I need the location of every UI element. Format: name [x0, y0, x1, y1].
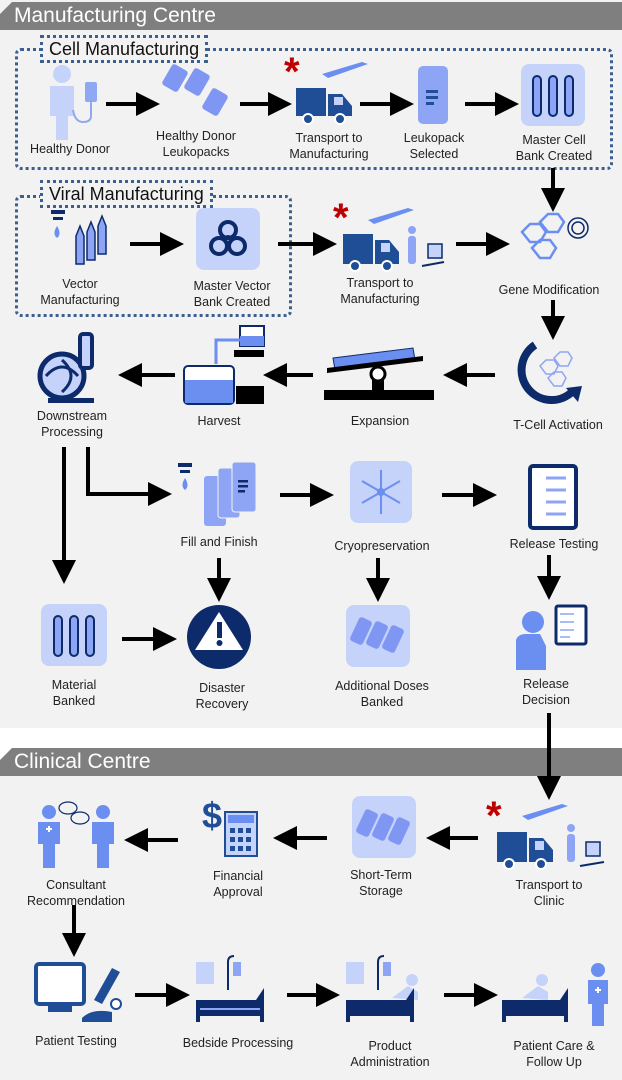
step-expansion-label: Expansion: [350, 414, 410, 428]
step-harvest-label: Harvest: [197, 414, 241, 428]
step-disaster-recovery-label: Disaster Recovery: [195, 681, 249, 711]
step-downstream-processing-label: Downstream Processing: [36, 409, 108, 439]
cell-manufacturing-title: Cell Manufacturing: [40, 35, 209, 63]
step-financial-approval-label: Financial Approval: [212, 869, 264, 899]
critical-asterisk-icon: *: [486, 794, 502, 838]
step-bedside-processing-label: Bedside Processing: [182, 1036, 294, 1050]
step-transport-manufacturing-2-label: Transport to Manufacturing: [340, 276, 420, 306]
clinical-centre-panel: [0, 760, 622, 1080]
step-product-administration-label: Product Administration: [350, 1039, 430, 1069]
step-patient-care-label: Patient Care & Follow Up: [513, 1039, 595, 1069]
manufacturing-centre-header: Manufacturing Centre: [0, 2, 622, 30]
critical-asterisk-icon: *: [333, 196, 349, 240]
step-patient-testing-label: Patient Testing: [35, 1034, 117, 1048]
viral-manufacturing-title: Viral Manufacturing: [40, 180, 213, 208]
cell-manufacturing-group: [15, 48, 613, 170]
step-leukopack-selected-label: Leukopack Selected: [403, 131, 465, 161]
step-vector-manufacturing-label: Vector Manufacturing: [40, 277, 120, 307]
critical-asterisk-icon: *: [284, 50, 300, 94]
manufacturing-centre-title: Manufacturing Centre: [14, 4, 216, 27]
step-gene-modification-label: Gene Modification: [498, 283, 600, 297]
step-consultant-recommendation-label: Consultant Recommendation: [27, 878, 125, 908]
clinical-centre-title: Clinical Centre: [14, 750, 151, 773]
step-fill-and-finish-label: Fill and Finish: [180, 535, 258, 549]
step-release-decision-label: Release Decision: [522, 677, 570, 707]
step-healthy-donor-label: Healthy Donor: [30, 142, 110, 156]
step-tcell-activation-label: T-Cell Activation: [513, 418, 603, 432]
step-additional-doses-banked-label: Additional Doses Banked: [335, 679, 429, 709]
clinical-centre-header: Clinical Centre: [0, 748, 622, 776]
step-cryopreservation-label: Cryopreservation: [334, 539, 430, 553]
step-master-cell-bank-label: Master Cell Bank Created: [515, 133, 593, 163]
step-material-banked-label: Material Banked: [51, 678, 97, 708]
step-transport-clinic-label: Transport to Clinic: [515, 878, 583, 908]
step-donor-leukopacks-label: Healthy Donor Leukopacks: [156, 129, 236, 159]
step-release-testing-label: Release Testing: [509, 537, 599, 551]
step-short-term-storage-label: Short-Term Storage: [350, 868, 412, 898]
step-transport-manufacturing-1-label: Transport to Manufacturing: [289, 131, 369, 161]
step-master-vector-bank-label: Master Vector Bank Created: [193, 279, 271, 309]
